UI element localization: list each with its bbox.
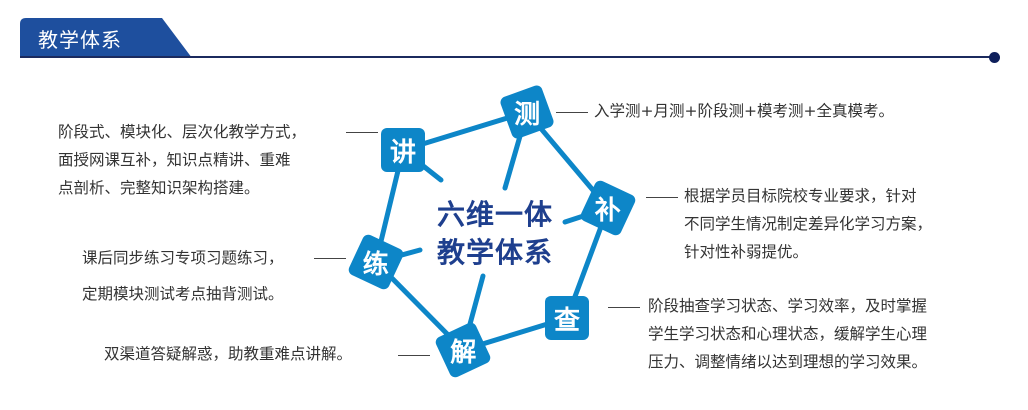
leader-line-cha — [608, 307, 640, 308]
description-lian: 课后同步练习专项习题练习， 定期模块测试考点抽背测试。 — [82, 240, 284, 312]
diagram-center-title: 六维一体 教学体系 — [430, 196, 560, 272]
description-lian-line: 课后同步练习专项习题练习， — [82, 249, 284, 267]
node-jie-label: 解 — [449, 337, 477, 368]
header-divider — [20, 56, 992, 58]
center-title-line2: 教学体系 — [436, 236, 553, 269]
node-ce-label: 测 — [513, 99, 541, 130]
section-title: 教学体系 — [38, 28, 122, 52]
description-bu-line: 不同学生情况制定差异化学习方案， — [684, 215, 933, 233]
description-jie: 双渠道答疑解惑，助教重难点讲解。 — [104, 340, 352, 368]
section-header-tab — [20, 18, 192, 58]
center-title-line1: 六维一体 — [436, 198, 553, 231]
description-cha-line: 阶段抽查学习状态、学习效率，及时掌握 — [648, 297, 928, 315]
node-lian-label: 练 — [362, 249, 390, 280]
node-jiang-label: 讲 — [389, 137, 416, 168]
description-bu-line: 针对性补弱提优。 — [684, 243, 809, 261]
header-divider-dot — [989, 52, 1000, 63]
node-jiang: 讲 — [381, 128, 425, 172]
leader-line-ce — [556, 112, 588, 113]
description-jie-line: 双渠道答疑解惑，助教重难点讲解。 — [104, 345, 353, 363]
node-cha: 查 — [545, 296, 589, 340]
description-cha-line: 学生学习状态和心理状态，缓解学生心理 — [648, 325, 928, 343]
description-cha: 阶段抽查学习状态、学习效率，及时掌握 学生学习状态和心理状态，缓解学生心理 压力… — [648, 292, 927, 376]
description-jiang-line: 阶段式、模块化、层次化教学方式， — [58, 123, 307, 141]
leader-line-lian — [314, 258, 346, 259]
description-jiang-line: 点剖析、完整知识架构搭建。 — [58, 179, 260, 197]
description-lian-line: 定期模块测试考点抽背测试。 — [82, 285, 284, 303]
description-bu-line: 根据学员目标院校专业要求，针对 — [684, 187, 917, 205]
description-ce-line: 入学测+月测+阶段测+模考测+全真模考。 — [594, 102, 894, 120]
description-bu: 根据学员目标院校专业要求，针对 不同学生情况制定差异化学习方案， 针对性补弱提优… — [684, 182, 932, 266]
description-jiang: 阶段式、模块化、层次化教学方式， 面授网课互补，知识点精讲、重难 点剖析、完整知… — [58, 118, 306, 202]
description-cha-line: 压力、调整情绪以达到理想的学习效果。 — [648, 353, 928, 371]
description-jiang-line: 面授网课互补，知识点精讲、重难 — [58, 151, 291, 169]
node-cha-label: 查 — [553, 305, 580, 336]
node-bu-label: 补 — [594, 195, 622, 226]
description-ce: 入学测+月测+阶段测+模考测+全真模考。 — [594, 97, 894, 125]
leader-line-jie — [398, 355, 430, 356]
leader-line-jiang — [346, 132, 378, 133]
leader-line-bu — [646, 197, 678, 198]
